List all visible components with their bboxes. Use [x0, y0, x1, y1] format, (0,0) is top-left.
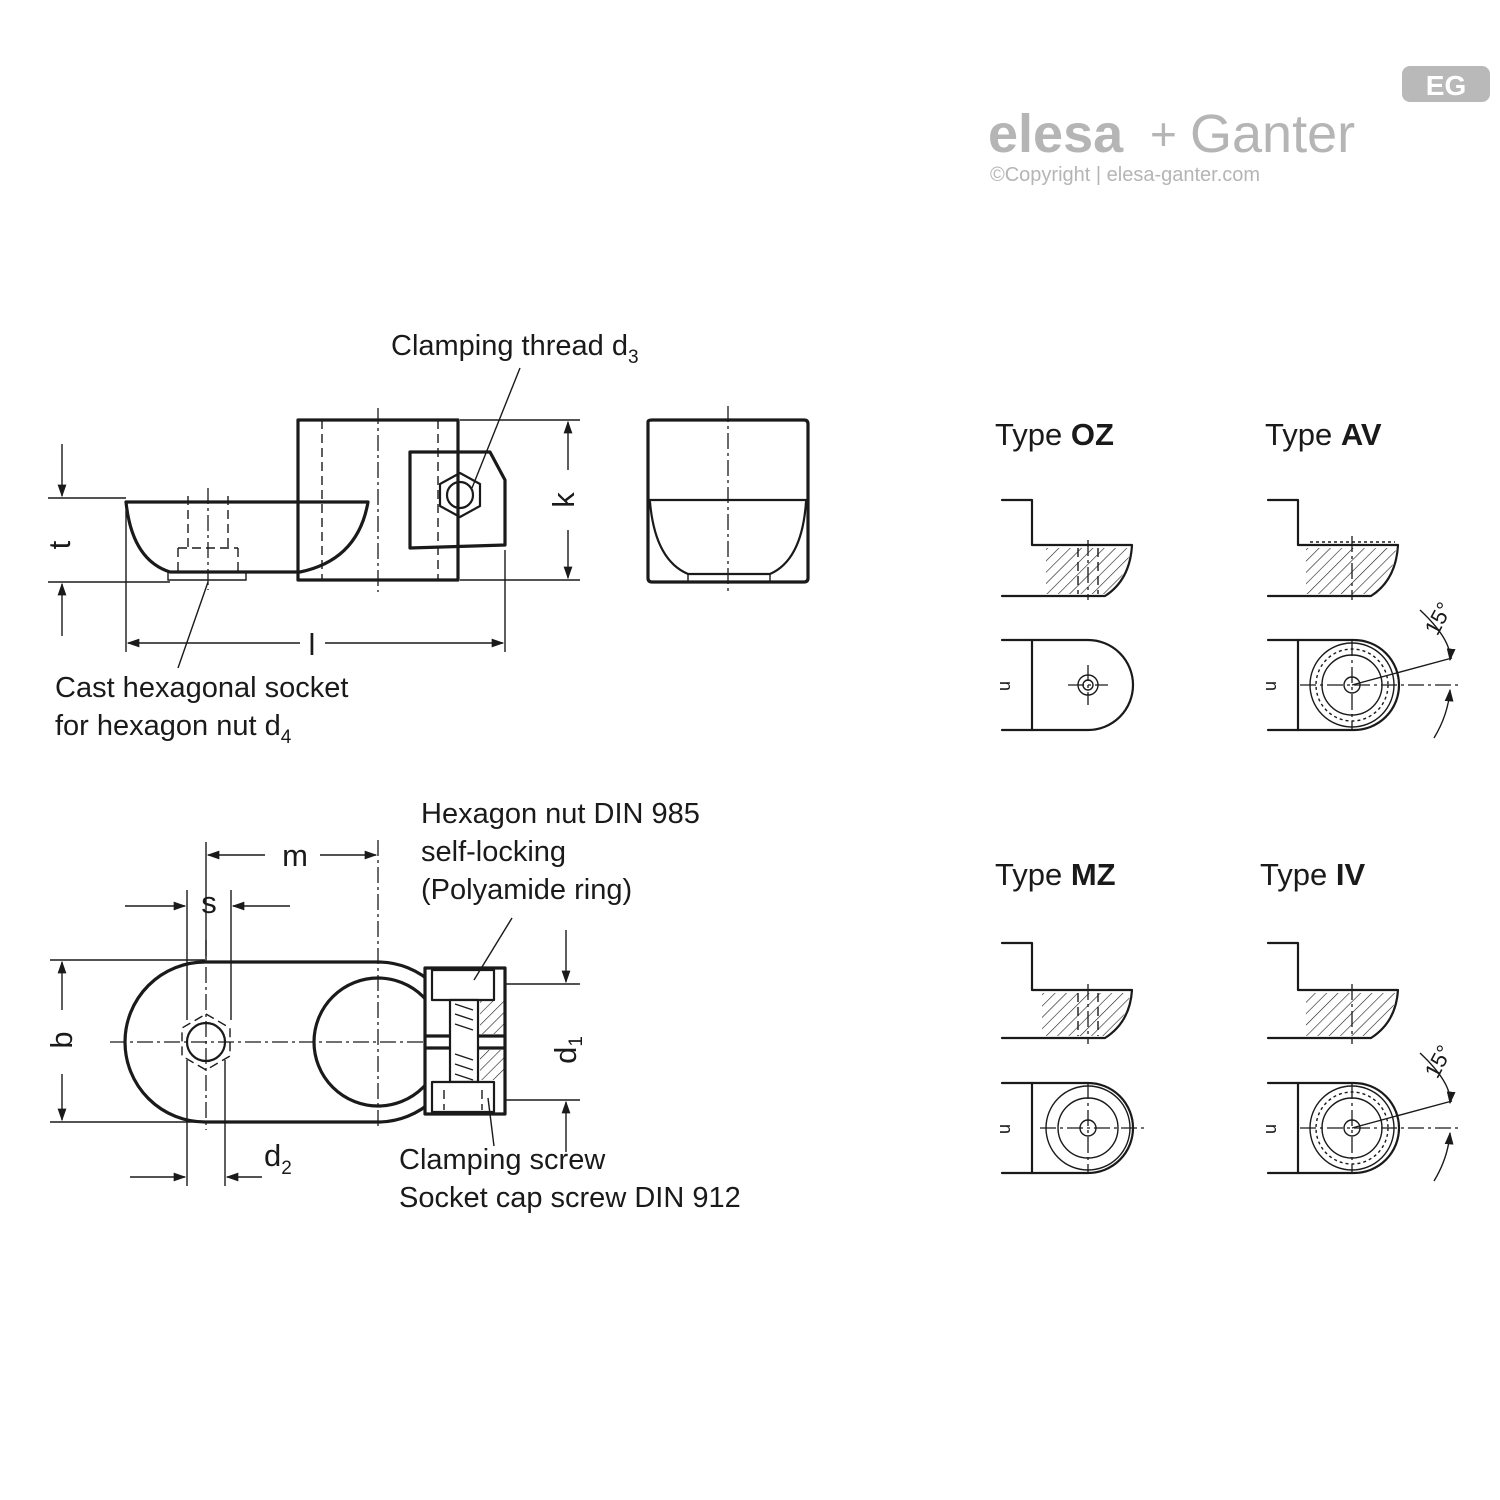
- label-hex-nut-1: Hexagon nut DIN 985: [421, 798, 700, 830]
- type-iv-title: Type IV: [1260, 857, 1365, 892]
- brand-plus: +: [1150, 108, 1177, 160]
- copyright-text: ©Copyright | elesa-ganter.com: [990, 164, 1260, 186]
- eg-badge: [1402, 66, 1490, 102]
- brand-ganter: Ganter: [1190, 104, 1355, 164]
- type-av-drawing: 15° u: [1260, 498, 1460, 739]
- label-clamping-thread: Clamping thread d3: [391, 330, 639, 368]
- angle-av: 15°: [1420, 598, 1458, 639]
- type-iv-drawing: 15° u: [1260, 941, 1460, 1182]
- brand-elesa: elesa: [988, 104, 1124, 164]
- dim-s: s: [201, 885, 217, 920]
- bowl-base: [167, 572, 247, 581]
- bore-hidden: [321, 420, 439, 580]
- dim-d2: d2: [264, 1138, 292, 1179]
- hex-nut-icon: [438, 471, 482, 519]
- elesa-ganter-logo: EG elesa + Ganter ©Copyright | elesa-gan…: [988, 66, 1490, 186]
- leader-hexnut: [473, 917, 513, 981]
- type-oz-drawing: u: [994, 498, 1135, 732]
- clamp-body: [296, 418, 460, 582]
- leader-socket: [177, 581, 209, 669]
- screw-hole-icon: [445, 480, 475, 510]
- side-view: t l k: [42, 367, 581, 669]
- screw-shank: [448, 998, 480, 1084]
- dim-t: t: [42, 540, 77, 549]
- dim-k: k: [546, 492, 581, 508]
- front-block: [646, 418, 810, 584]
- hex-nut-shape: [430, 968, 496, 1002]
- top-view: m s b d1 d2: [44, 838, 587, 1186]
- type-mz-title: Type MZ: [995, 857, 1116, 892]
- dim-u-mz: u: [994, 1124, 1014, 1134]
- type-av-title: Type AV: [1265, 417, 1382, 452]
- clamp-lug: [408, 450, 507, 550]
- label-clamp-screw-1: Clamping screw: [399, 1144, 606, 1176]
- type-oz-title: Type OZ: [995, 417, 1114, 452]
- type-mz-drawing: u: [994, 941, 1146, 1175]
- dim-b: b: [44, 1031, 79, 1048]
- front-bowl: [648, 500, 808, 576]
- bowl-foot: [124, 500, 370, 574]
- front-view: [646, 406, 810, 594]
- label-clamp-screw-2: Socket cap screw DIN 912: [399, 1182, 741, 1214]
- label-cast-socket-2: for hexagon nut d4: [55, 710, 292, 748]
- label-cast-socket-1: Cast hexagonal socket: [55, 672, 348, 704]
- leader-screw: [487, 1097, 495, 1147]
- dim-u-oz: u: [994, 681, 1014, 691]
- dim-m: m: [282, 838, 308, 873]
- leader-thread: [471, 367, 521, 489]
- dim-l: l: [309, 627, 316, 662]
- dim-u-iv: u: [1260, 1124, 1280, 1134]
- dim-u-av: u: [1260, 681, 1280, 691]
- angle-iv: 15°: [1420, 1041, 1458, 1082]
- label-hex-nut-3: (Polyamide ring): [421, 874, 632, 906]
- label-hex-nut-2: self-locking: [421, 836, 566, 868]
- screw-head: [430, 1080, 496, 1114]
- eg-badge-text: EG: [1426, 70, 1466, 101]
- dim-d1: d1: [548, 1036, 587, 1064]
